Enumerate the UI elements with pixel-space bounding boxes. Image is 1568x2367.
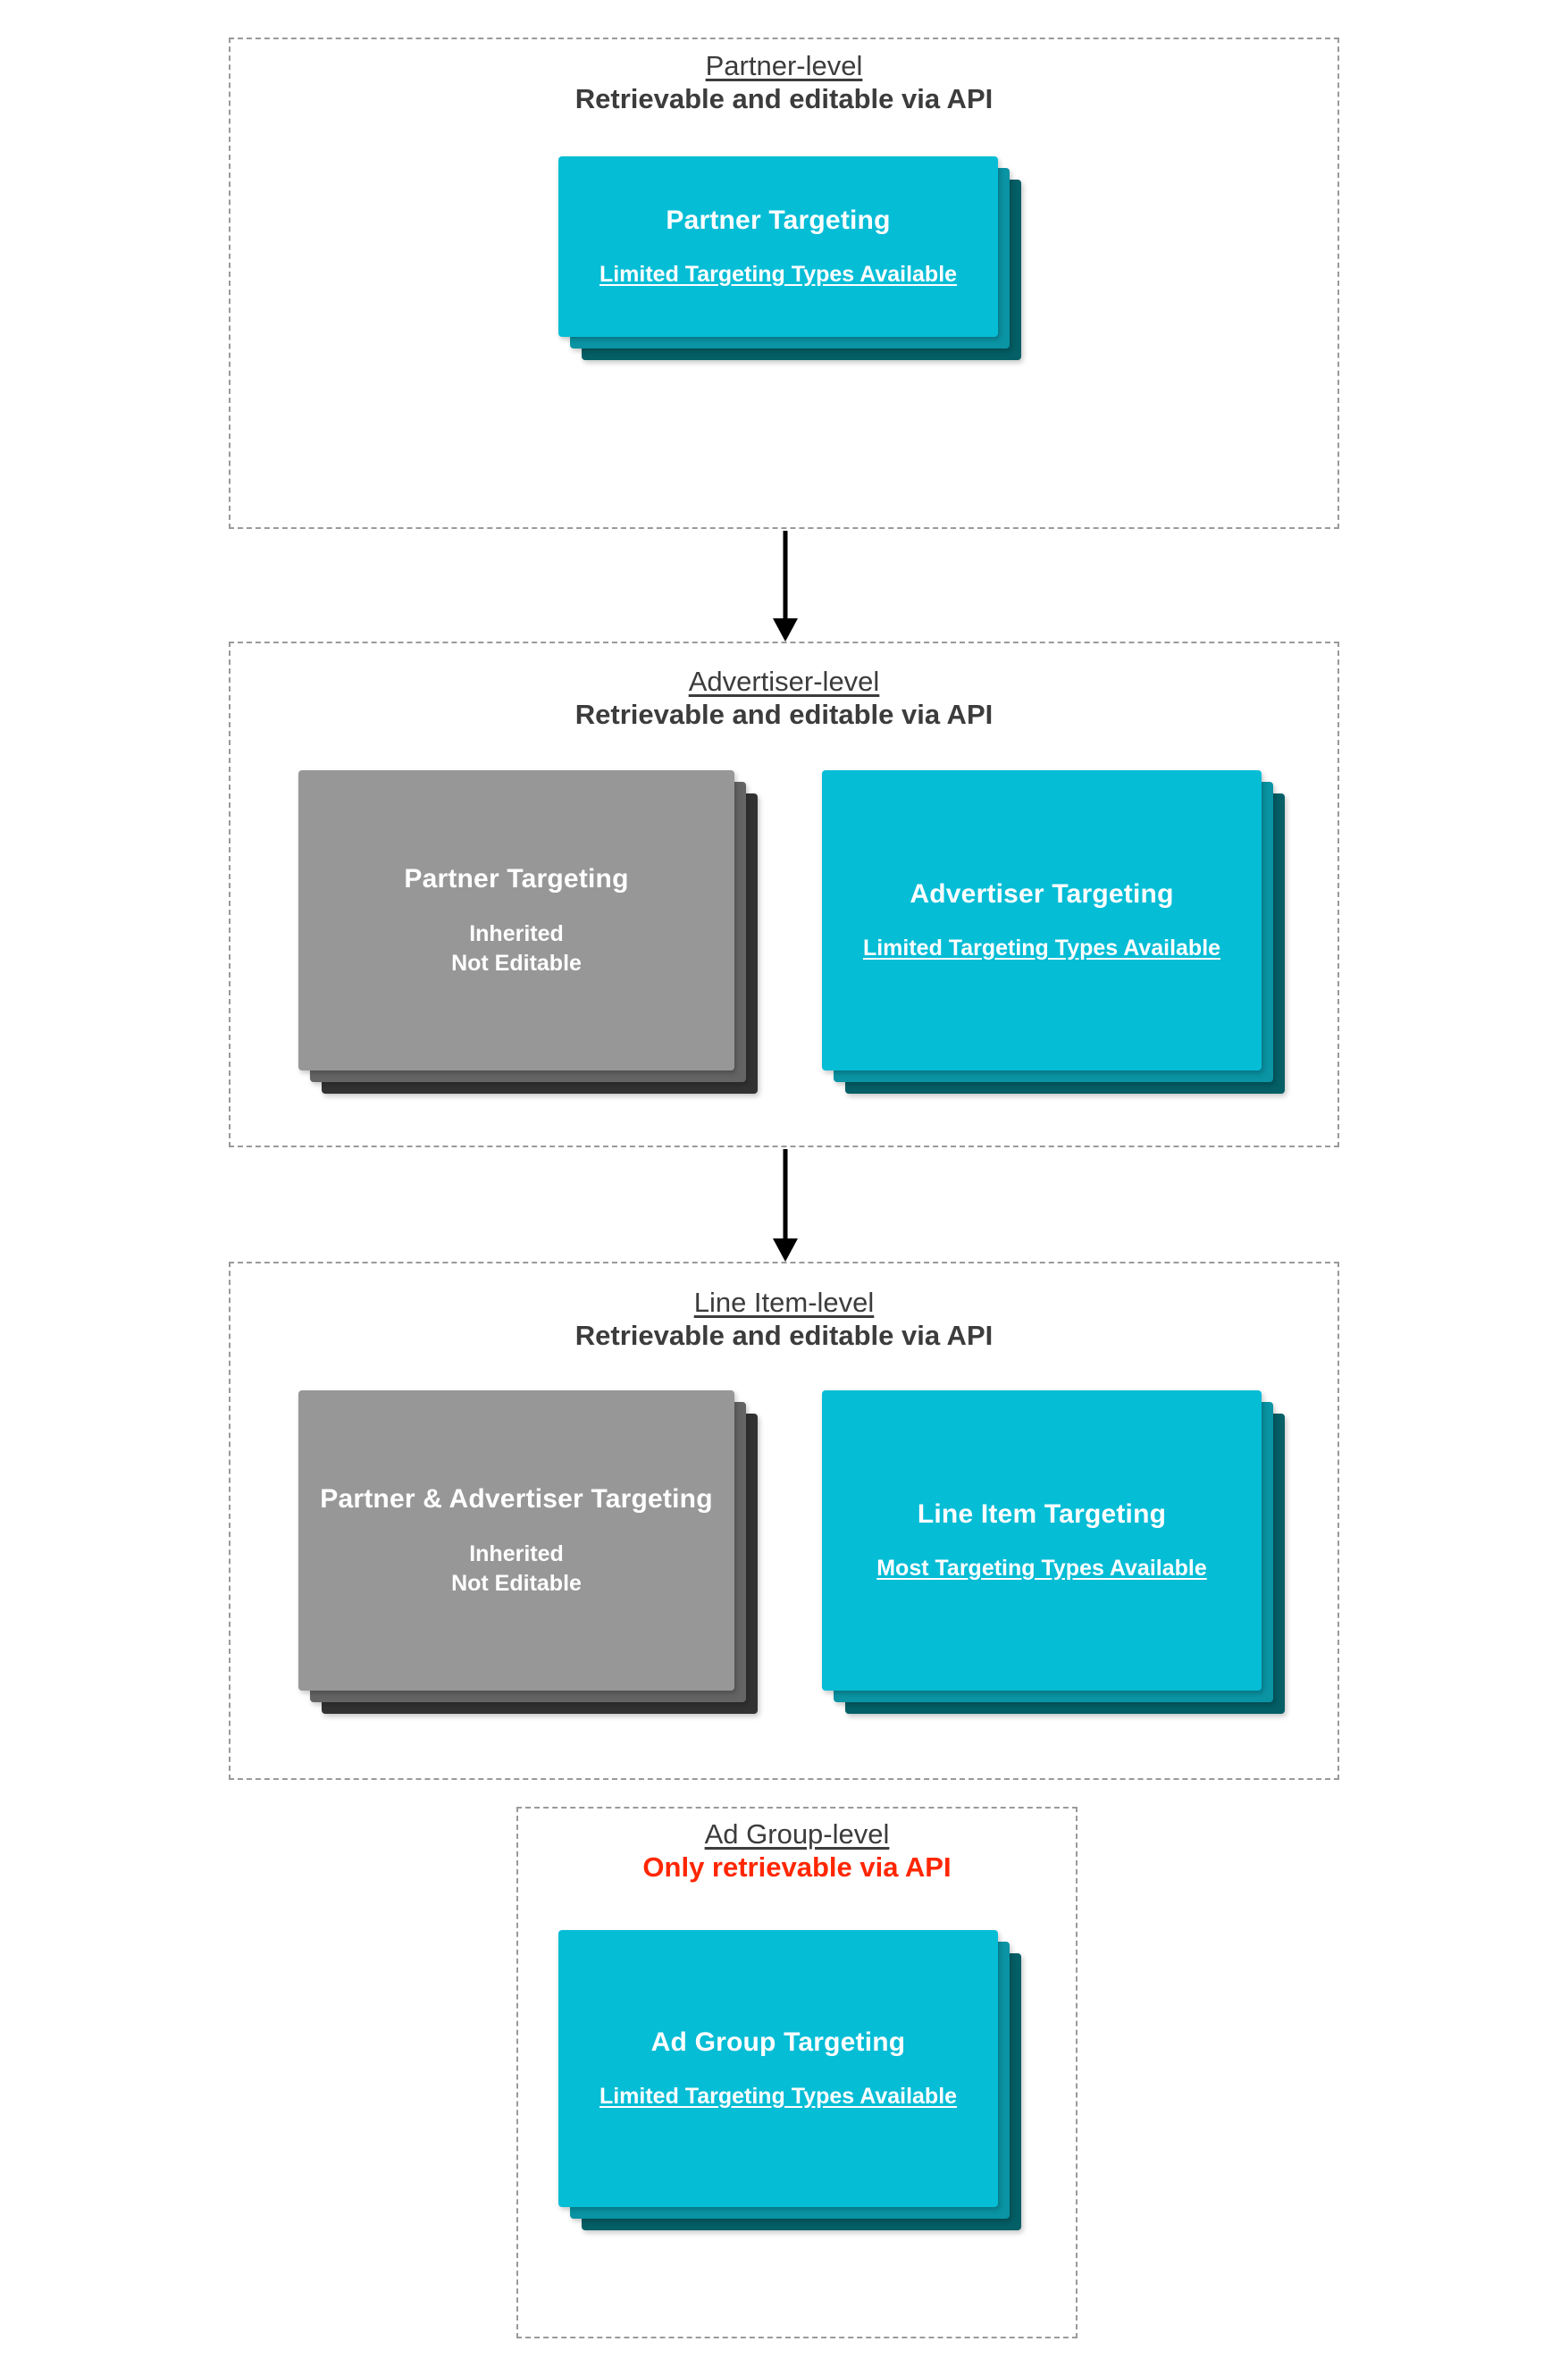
card-title: Partner Targeting [666,205,891,235]
card-note: Inherited Not Editable [451,919,582,979]
card-title: Partner & Advertiser Targeting [320,1484,713,1514]
card-note: Limited Targeting Types Available [599,262,958,288]
card-title: Partner Targeting [404,864,629,894]
card-note-line-2: Not Editable [451,1570,582,1596]
connector-advertiser-to-line-item [769,1149,801,1262]
level-container-ad-group [516,1807,1077,2338]
level-title-ad-group: Ad Group-level [704,1818,890,1850]
level-heading-partner: Partner-level Retrievable and editable v… [229,50,1339,116]
card-front-layer[interactable]: Line Item Targeting Most Targeting Types… [822,1390,1262,1691]
card-note: Limited Targeting Types Available [862,936,1221,961]
level-container-partner [229,38,1339,529]
card-title: Ad Group Targeting [650,2027,906,2057]
arrow-down-icon [773,531,798,642]
level-heading-line-item: Line Item-level Retrievable and editable… [229,1287,1339,1353]
card-front-layer[interactable]: Ad Group Targeting Limited Targeting Typ… [558,1930,998,2207]
card-note: Most Targeting Types Available [876,1556,1207,1582]
level-heading-ad-group: Ad Group-level Only retrievable via API [516,1818,1077,1884]
level-container-line-item [229,1262,1339,1780]
level-title-partner: Partner-level [705,50,863,81]
arrow-down-icon [773,1149,798,1262]
card-note-line-1: Inherited [469,920,564,946]
level-subtitle-advertiser: Retrievable and editable via API [574,698,994,730]
card-note: Limited Targeting Types Available [599,2084,958,2110]
card-note: Inherited Not Editable [451,1540,582,1599]
card-front-layer[interactable]: Partner Targeting Inherited Not Editable [298,770,734,1070]
card-title: Advertiser Targeting [910,878,1174,909]
level-container-advertiser [229,642,1339,1147]
level-heading-advertiser: Advertiser-level Retrievable and editabl… [229,666,1339,732]
card-front-layer[interactable]: Advertiser Targeting Limited Targeting T… [822,770,1262,1070]
card-title: Line Item Targeting [917,1498,1167,1529]
connector-partner-to-advertiser [769,531,801,642]
level-subtitle-line-item: Retrievable and editable via API [574,1319,994,1351]
card-front-layer[interactable]: Partner Targeting Limited Targeting Type… [558,156,998,337]
card-note-line-2: Not Editable [451,950,582,976]
level-subtitle-partner: Retrievable and editable via API [574,82,994,114]
level-title-line-item: Line Item-level [693,1287,875,1318]
level-subtitle-ad-group: Only retrievable via API [642,1851,952,1883]
card-front-layer[interactable]: Partner & Advertiser Targeting Inherited… [298,1390,734,1691]
card-note-line-1: Inherited [469,1540,564,1566]
level-title-advertiser: Advertiser-level [688,666,880,697]
